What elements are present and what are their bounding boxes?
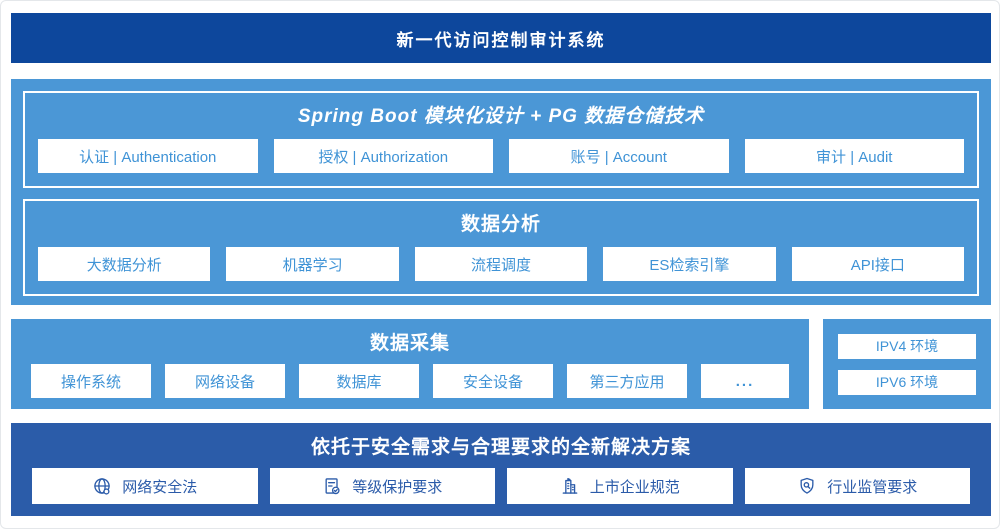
- block-industry-regulation: 行业监管要求: [744, 468, 970, 504]
- block-ipv6-environment: IPV6 环境: [838, 369, 976, 395]
- block-account: 账号 | Account: [509, 139, 729, 173]
- block-bigdata-analysis: 大数据分析: [38, 247, 211, 281]
- block-network-device: 网络设备: [165, 364, 285, 398]
- building-icon: [562, 478, 578, 494]
- block-cybersecurity-law: 网络安全法: [32, 468, 258, 504]
- document-check-icon: [325, 478, 340, 495]
- springboot-blocks-row: 认证 | Authentication 授权 | Authorization 账…: [25, 128, 977, 186]
- block-label: 行业监管要求: [827, 478, 918, 496]
- data-analysis-blocks-row: 大数据分析 机器学习 流程调度 ES检索引擎 API接口: [25, 236, 977, 294]
- solution-blocks-row: 网络安全法 等级保护要求 上市企业规范: [11, 459, 991, 504]
- environment-panel: IPV4 环境 IPV6 环境: [823, 319, 991, 409]
- data-analysis-panel-title: 数据分析: [460, 214, 541, 235]
- block-database: 数据库: [299, 364, 419, 398]
- springboot-panel: Spring Boot 模块化设计 + PG 数据仓储技术 认证 | Authe…: [23, 91, 979, 188]
- block-ellipsis: ...: [701, 364, 789, 398]
- block-process-scheduling: 流程调度: [414, 247, 588, 281]
- diagram-title-bar: 新一代访问控制审计系统: [11, 13, 991, 63]
- block-label: 上市企业规范: [589, 478, 680, 496]
- block-machine-learning: 机器学习: [226, 247, 399, 281]
- block-operating-system: 操作系统: [31, 364, 151, 398]
- block-security-device: 安全设备: [433, 364, 553, 398]
- block-third-party-app: 第三方应用: [567, 364, 687, 398]
- shield-search-icon: [800, 477, 814, 494]
- block-api-interface: API接口: [791, 247, 965, 281]
- solution-title: 依托于安全需求与合理要求的全新解决方案: [310, 437, 691, 458]
- block-audit: 审计 | Audit: [744, 139, 964, 173]
- block-label: 网络安全法: [122, 478, 198, 496]
- block-classified-protection: 等级保护要求: [269, 468, 495, 504]
- block-authentication: 认证 | Authentication: [38, 139, 258, 173]
- data-collection-title: 数据采集: [369, 333, 450, 354]
- block-ipv4-environment: IPV4 环境: [838, 333, 976, 359]
- solution-panel: 依托于安全需求与合理要求的全新解决方案 网络安全法 等级保护要求: [11, 423, 991, 516]
- block-listed-company-standard: 上市企业规范: [507, 468, 733, 504]
- data-collection-panel: 数据采集 操作系统 网络设备 数据库 安全设备 第三方应用 ...: [11, 319, 809, 409]
- block-label: 等级保护要求: [352, 478, 443, 496]
- data-collection-blocks-row: 操作系统 网络设备 数据库 安全设备 第三方应用 ...: [11, 355, 809, 398]
- globe-icon: [94, 478, 110, 495]
- springboot-panel-title: Spring Boot 模块化设计 + PG 数据仓储技术: [297, 106, 705, 127]
- diagram-title: 新一代访问控制审计系统: [396, 30, 606, 50]
- block-es-search-engine: ES检索引擎: [603, 247, 776, 281]
- architecture-container: Spring Boot 模块化设计 + PG 数据仓储技术 认证 | Authe…: [11, 79, 991, 305]
- data-analysis-panel: 数据分析 大数据分析 机器学习 流程调度 ES检索引擎 API接口: [23, 199, 979, 296]
- block-authorization: 授权 | Authorization: [273, 139, 493, 173]
